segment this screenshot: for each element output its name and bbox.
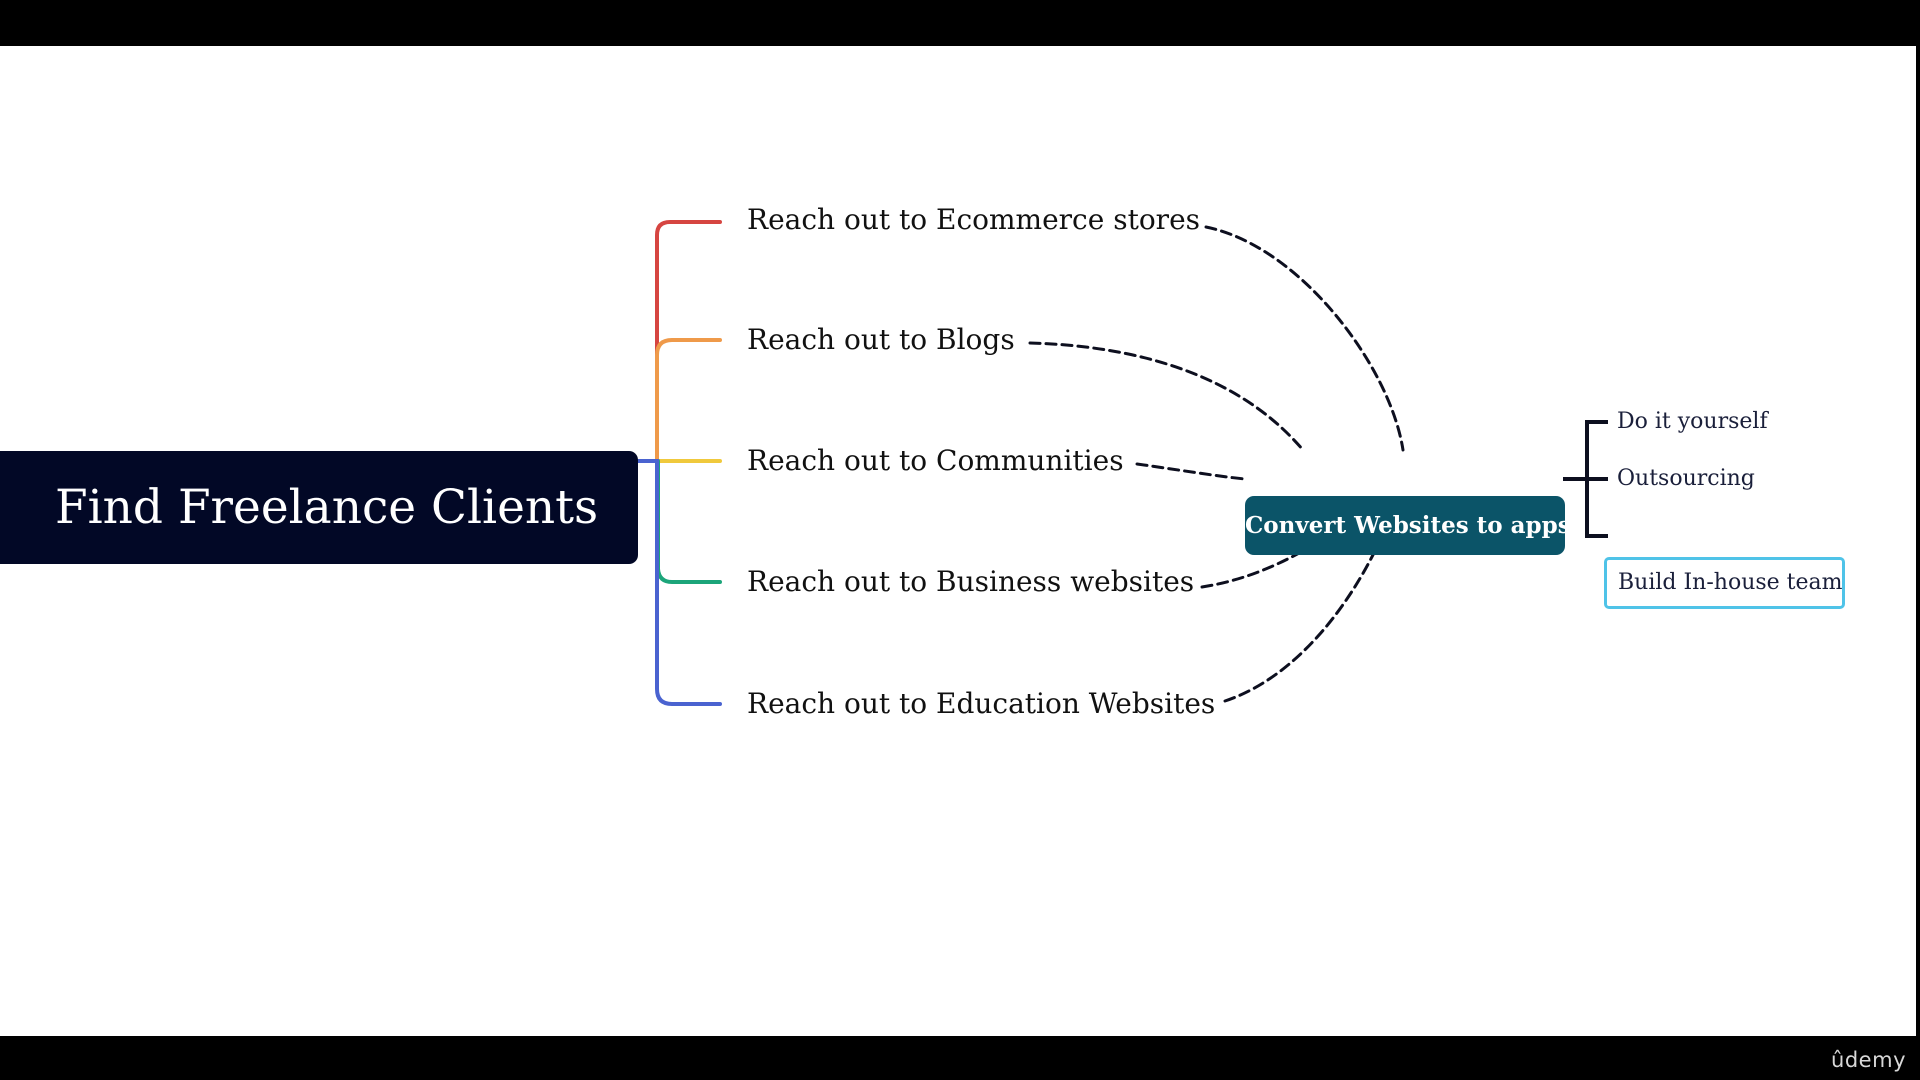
option-do-it-yourself[interactable]: Do it yourself — [1617, 409, 1768, 434]
connector-ecommerce — [655, 220, 722, 388]
hub-node[interactable]: Convert Websites to apps — [1245, 496, 1571, 555]
relation-communities-hub — [1135, 462, 1247, 481]
options-bracket — [1563, 420, 1608, 538]
hub-node-label: Convert Websites to apps — [1245, 512, 1571, 539]
relation-ecommerce-hub — [1204, 225, 1405, 452]
mindmap-canvas: Find Freelance Clients Reach out to Ecom… — [0, 46, 1916, 1036]
connector-business — [656, 459, 722, 584]
connector-blogs — [655, 338, 722, 463]
option-outsourcing[interactable]: Outsourcing — [1617, 466, 1755, 491]
udemy-watermark: ûdemy — [1831, 1048, 1906, 1072]
connector-education — [636, 459, 722, 706]
root-node[interactable]: Find Freelance Clients — [0, 451, 638, 564]
relation-blogs-hub — [1028, 341, 1305, 452]
option-build-in-house-team[interactable]: Build In-house team — [1604, 557, 1845, 609]
branch-communities[interactable]: Reach out to Communities — [747, 444, 1124, 477]
branch-ecommerce[interactable]: Reach out to Ecommerce stores — [747, 203, 1201, 236]
branch-business-websites[interactable]: Reach out to Business websites — [747, 565, 1195, 598]
branch-blogs[interactable]: Reach out to Blogs — [747, 323, 1015, 356]
root-node-label: Find Freelance Clients — [55, 480, 599, 535]
branch-education-websites[interactable]: Reach out to Education Websites — [747, 687, 1216, 720]
